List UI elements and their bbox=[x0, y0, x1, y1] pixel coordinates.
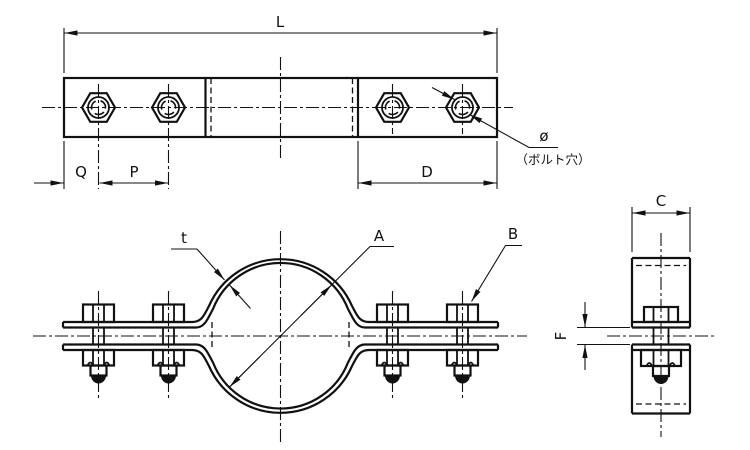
dim-label-Q: Q bbox=[75, 163, 87, 181]
dim-label-P: P bbox=[129, 163, 138, 181]
dimension-edge-to-bolt: Q bbox=[34, 163, 87, 186]
side-view-centerlines bbox=[607, 233, 716, 437]
bolt-assembly-side bbox=[639, 305, 683, 384]
dimension-bolt-pitch: P bbox=[99, 163, 168, 186]
front-view: t A B bbox=[33, 225, 527, 442]
dimension-inner-diameter: A bbox=[228, 227, 394, 388]
callout-bolt: B bbox=[471, 225, 522, 302]
dimension-flange-gap: F bbox=[552, 302, 630, 370]
dimension-overall-length: L bbox=[63, 13, 498, 73]
callout-label-t: t bbox=[181, 229, 187, 247]
dim-label-L: L bbox=[276, 13, 285, 31]
side-view: C F bbox=[552, 192, 716, 437]
callout-thickness: t bbox=[171, 229, 251, 309]
dim-label-F: F bbox=[552, 332, 570, 341]
top-view: L Q P D ø （ボルト穴） bbox=[34, 13, 591, 189]
callout-bolt-hole: ø （ボルト穴） bbox=[431, 87, 591, 167]
band-outline bbox=[61, 258, 500, 414]
callout-label-hole-diameter: ø bbox=[539, 127, 548, 145]
hidden-flange-edges bbox=[211, 322, 350, 350]
dimension-bolt-span: D bbox=[358, 163, 497, 186]
dim-label-C: C bbox=[656, 192, 666, 210]
callout-label-hole-note: （ボルト穴） bbox=[515, 152, 590, 167]
dim-label-A: A bbox=[374, 227, 385, 245]
callout-label-B: B bbox=[508, 225, 518, 243]
dim-label-D: D bbox=[421, 163, 433, 181]
dimension-extension-lines bbox=[63, 141, 498, 189]
dimension-band-width: C bbox=[631, 192, 691, 252]
